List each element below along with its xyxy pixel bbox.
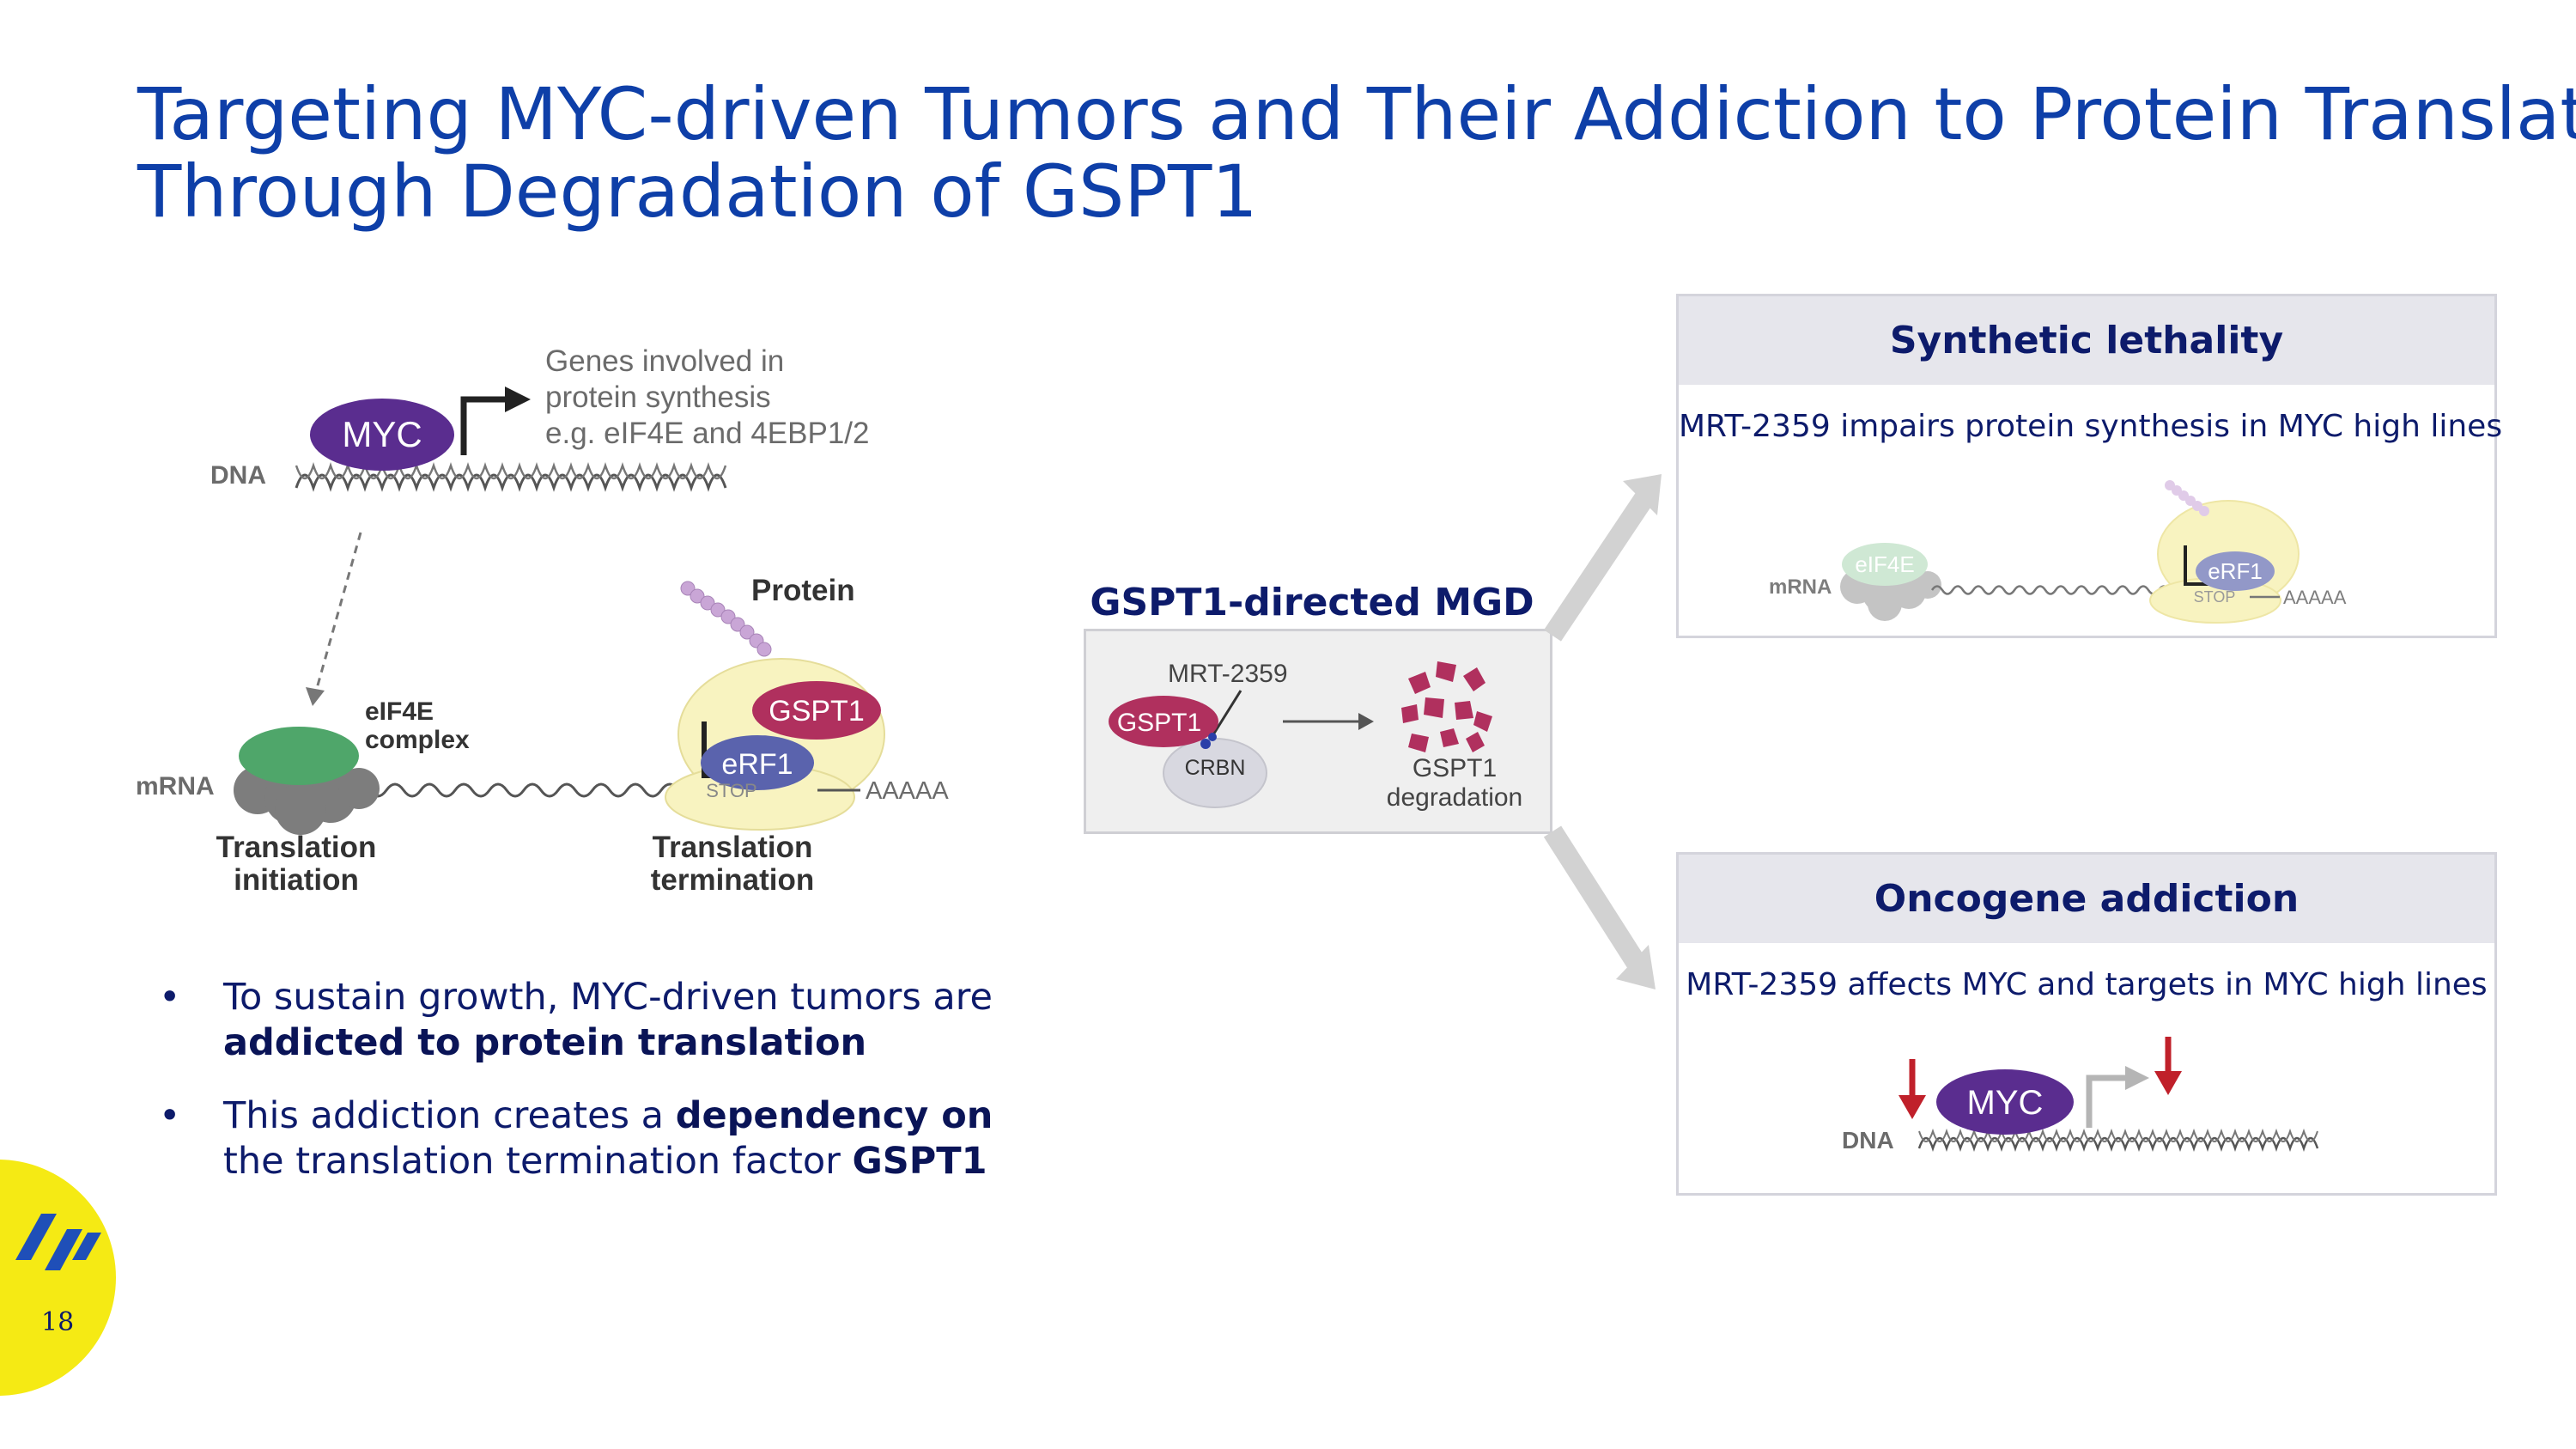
arrow-up-shaft bbox=[1544, 492, 1653, 642]
synthetic-lethality-diagram: mRNA eIF4E eRF1 STOP AAAAA bbox=[1769, 480, 2347, 624]
arrow-down-shaft bbox=[1543, 825, 1645, 968]
polya-label: AAAAA bbox=[866, 777, 949, 805]
dna-strand-1 bbox=[1917, 1136, 2319, 1152]
synthetic-lethality-panel: Synthetic lethality MRT-2359 impairs pro… bbox=[1676, 294, 2503, 638]
promoter-arrow-head bbox=[505, 387, 531, 412]
promoter-arrow bbox=[460, 396, 507, 455]
mgd-box: MRT-2359 CRBN GSPT1 GSPT1 degradation bbox=[1084, 629, 1552, 834]
branch-arrows bbox=[1543, 474, 1662, 989]
dashed-arrow-head bbox=[306, 687, 325, 706]
promoter-arrow-head bbox=[2125, 1066, 2149, 1090]
bullet-item: • To sustain growth, MYC-driven tumors a… bbox=[159, 976, 993, 1064]
mgd-title: GSPT1-directed MGD bbox=[1090, 581, 1534, 624]
protein-label: Protein bbox=[751, 574, 855, 607]
bullet-list: • To sustain growth, MYC-driven tumors a… bbox=[159, 975, 1018, 1212]
genes-line-1: Genes involved in bbox=[545, 344, 784, 378]
stop-bracket bbox=[2184, 545, 2213, 586]
myc-label: MYC bbox=[1967, 1084, 2044, 1122]
result-line-2: degradation bbox=[1387, 783, 1522, 812]
dna-strand-2 bbox=[1918, 1128, 2318, 1142]
compound-dot bbox=[1200, 739, 1211, 749]
arrow-up-head bbox=[1623, 474, 1662, 515]
eif4e-line-2: complex bbox=[365, 726, 470, 754]
erf1-label: eRF1 bbox=[2208, 558, 2263, 584]
termination-line-1: Translation bbox=[653, 831, 813, 864]
dna-label: DNA bbox=[1842, 1127, 1894, 1154]
result-line-1: GSPT1 bbox=[1413, 754, 1497, 782]
myc-label: MYC bbox=[342, 414, 422, 454]
erf1-label: eRF1 bbox=[721, 748, 793, 781]
gspt1-label: GSPT1 bbox=[769, 695, 864, 728]
arrow-down-head bbox=[1616, 945, 1656, 989]
initiation-line-2: initiation bbox=[234, 863, 359, 897]
oncogene-addiction-diagram: DNA MYC bbox=[1842, 1037, 2319, 1154]
protein-chain bbox=[2165, 480, 2209, 516]
gspt1-oval bbox=[752, 681, 881, 740]
termination-line-2: termination bbox=[651, 863, 815, 897]
polya-label: AAAAA bbox=[2283, 587, 2347, 608]
myc-translation-diagram: DNA MYC Genes involved in protein synthe… bbox=[136, 344, 949, 897]
protein-chain bbox=[680, 581, 772, 657]
crbn-label: CRBN bbox=[1185, 756, 1246, 780]
genes-line-2: protein synthesis bbox=[545, 381, 771, 414]
myc-oval bbox=[1936, 1069, 2074, 1135]
compound-dot bbox=[1208, 733, 1217, 741]
dna-strand-1 bbox=[295, 473, 727, 492]
gspt1-oval bbox=[1109, 696, 1218, 747]
myc-oval bbox=[310, 399, 454, 471]
erf1-oval bbox=[2196, 551, 2275, 591]
eif4e-complex bbox=[239, 727, 359, 785]
bullet-dot: • bbox=[159, 1094, 181, 1137]
compound-pointer bbox=[1209, 690, 1242, 740]
title-line-2: Through Degradation of GSPT1 bbox=[137, 149, 1258, 234]
panel-heading: Oncogene addiction bbox=[1679, 855, 2494, 943]
eif4e-oval bbox=[1842, 543, 1928, 586]
myc-down-arrow-head bbox=[1899, 1095, 1926, 1119]
dna-label: DNA bbox=[210, 461, 266, 490]
oncogene-addiction-panel: Oncogene addiction MRT-2359 affects MYC … bbox=[1676, 852, 2497, 1196]
mrna-label: mRNA bbox=[1769, 575, 1832, 599]
genes-line-3: e.g. eIF4E and 4EBP1/2 bbox=[545, 417, 869, 450]
process-arrow-head bbox=[1358, 713, 1374, 730]
panel-subtitle: MRT-2359 affects MYC and targets in MYC … bbox=[1686, 967, 2488, 1002]
initiation-line-1: Translation bbox=[216, 831, 377, 864]
dashed-arrow bbox=[314, 532, 362, 692]
stop-label: STOP bbox=[2194, 588, 2236, 606]
compound-label: MRT-2359 bbox=[1168, 660, 1288, 688]
bullet-item: • This addiction creates a dependency on… bbox=[159, 1094, 993, 1183]
erf1-oval bbox=[701, 735, 814, 790]
company-logo-icon bbox=[15, 1214, 101, 1270]
logo-circle bbox=[0, 1160, 116, 1396]
promoter-arrow bbox=[2086, 1075, 2127, 1128]
panel-heading: Synthetic lethality bbox=[1679, 296, 2494, 385]
target-down-arrow-head bbox=[2154, 1071, 2182, 1095]
stop-label: STOP bbox=[706, 780, 757, 801]
mrna-label: mRNA bbox=[136, 772, 215, 801]
degraded-fragments bbox=[1401, 661, 1492, 752]
page-number: 18 bbox=[41, 1307, 75, 1337]
panel-subtitle: MRT-2359 impairs protein synthesis in MY… bbox=[1679, 409, 2503, 444]
gspt1-label: GSPT1 bbox=[1117, 709, 1201, 737]
slide-title: Targeting MYC-driven Tumors and Their Ad… bbox=[137, 72, 2576, 234]
title-line-1: Targeting MYC-driven Tumors and Their Ad… bbox=[137, 72, 2576, 156]
eif4e-label: eIF4E bbox=[1855, 551, 1914, 577]
bullet-dot: • bbox=[159, 976, 181, 1019]
eif4e-line-1: eIF4E bbox=[365, 697, 434, 726]
initiation-ribosome bbox=[234, 727, 380, 835]
mrna-strand bbox=[1930, 585, 2191, 595]
